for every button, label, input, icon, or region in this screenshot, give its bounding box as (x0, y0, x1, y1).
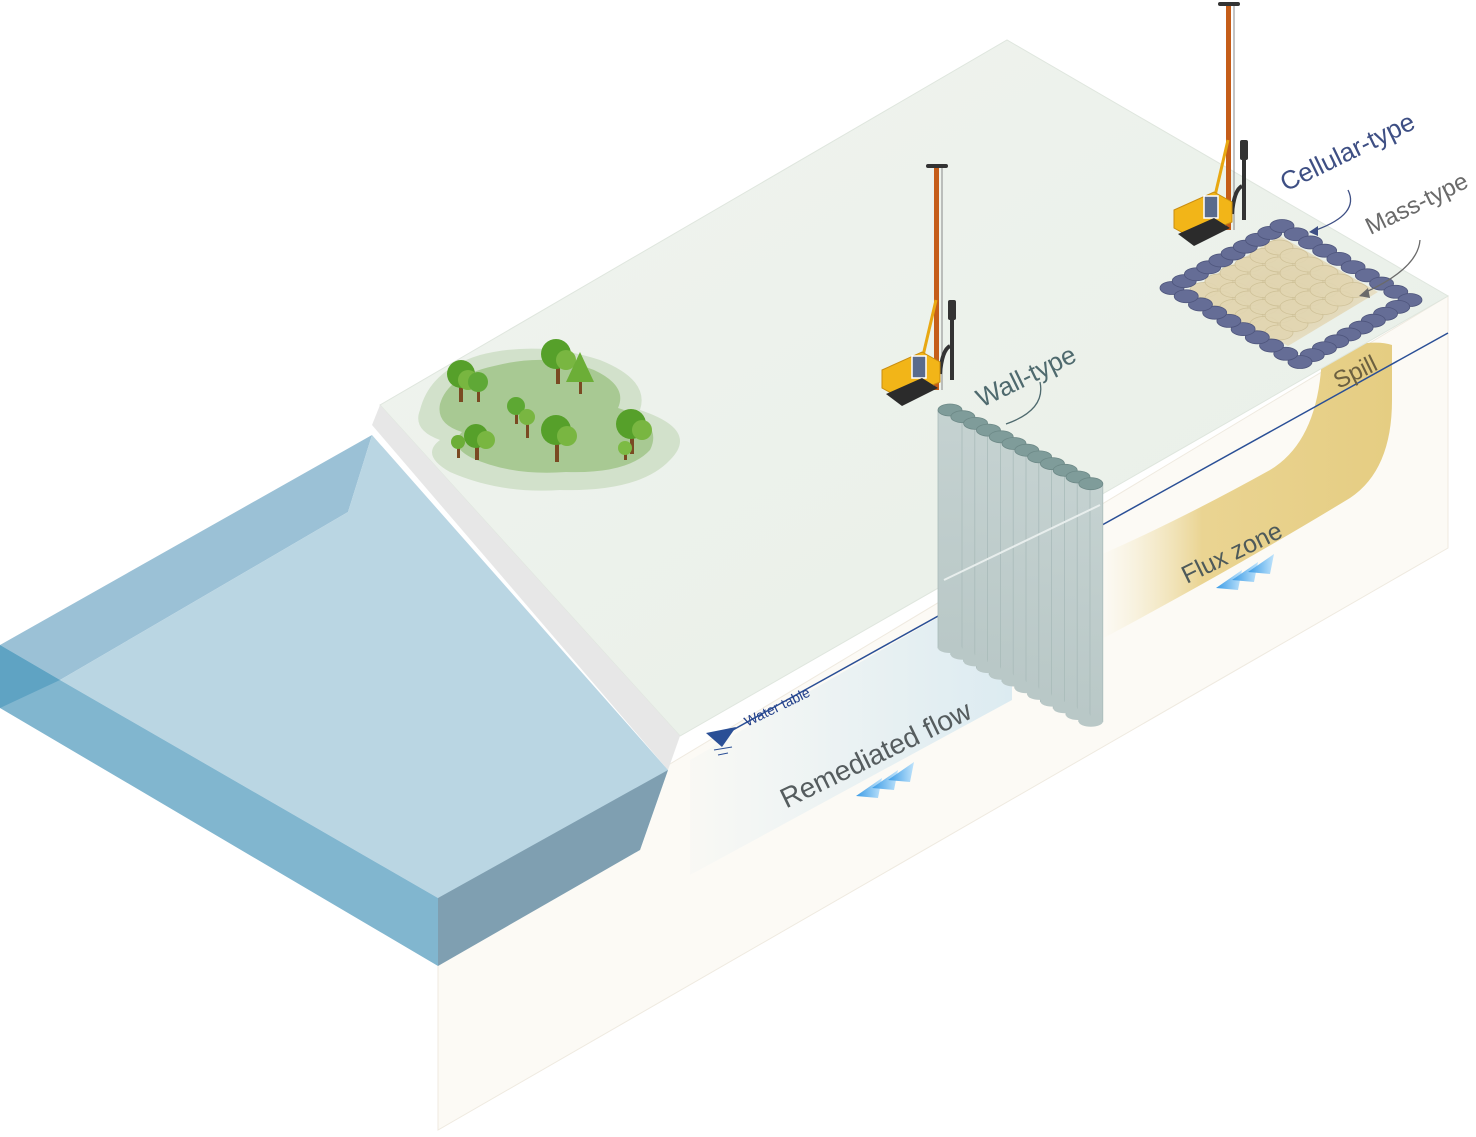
wall-column (937, 409, 963, 649)
flow-arrow-icon (1216, 554, 1274, 590)
flow-arrow (888, 762, 914, 782)
remediated-flow-zone (690, 575, 1012, 875)
cellular-type-ring (1159, 219, 1423, 369)
tree-icon (468, 372, 488, 402)
water-body (0, 435, 668, 966)
water-right-face (438, 770, 668, 966)
tree-icon (541, 415, 577, 462)
wall-leader-line (1005, 381, 1042, 425)
flow-arrow-icon (856, 762, 914, 798)
tree-icon (464, 424, 495, 460)
river-bank-slope (372, 405, 680, 770)
tree-icon (566, 352, 594, 394)
tree-icon (519, 409, 535, 438)
wall-type-barrier (937, 403, 1104, 727)
tree-icon-group (447, 339, 652, 462)
water-side-face (0, 645, 60, 708)
spill-plume (1100, 342, 1392, 640)
mass-type-columns (1189, 239, 1369, 341)
mass-leader-line (1365, 239, 1421, 293)
water-table-marker-icon (706, 727, 736, 747)
tree-icon (616, 409, 652, 454)
ground-block (372, 39, 1450, 1131)
tree-icon (507, 397, 525, 424)
water-front-face (0, 645, 438, 966)
wall-column-top (1078, 477, 1104, 491)
flow-arrow (856, 778, 882, 798)
tree-icon (541, 339, 576, 384)
cellular-disk (1173, 289, 1199, 304)
flow-arrow (1232, 562, 1258, 582)
flow-arrow (1248, 554, 1274, 574)
tree-icon (451, 435, 465, 458)
flow-arrow (872, 770, 898, 790)
tree-icon (618, 441, 632, 460)
water-surface (0, 435, 372, 680)
drill-rig-icon (1173, 2, 1248, 246)
water-top (60, 435, 668, 898)
flow-arrow (1216, 570, 1242, 590)
drill-rig-icon (881, 164, 956, 406)
cellular-leader-line (1315, 189, 1352, 231)
